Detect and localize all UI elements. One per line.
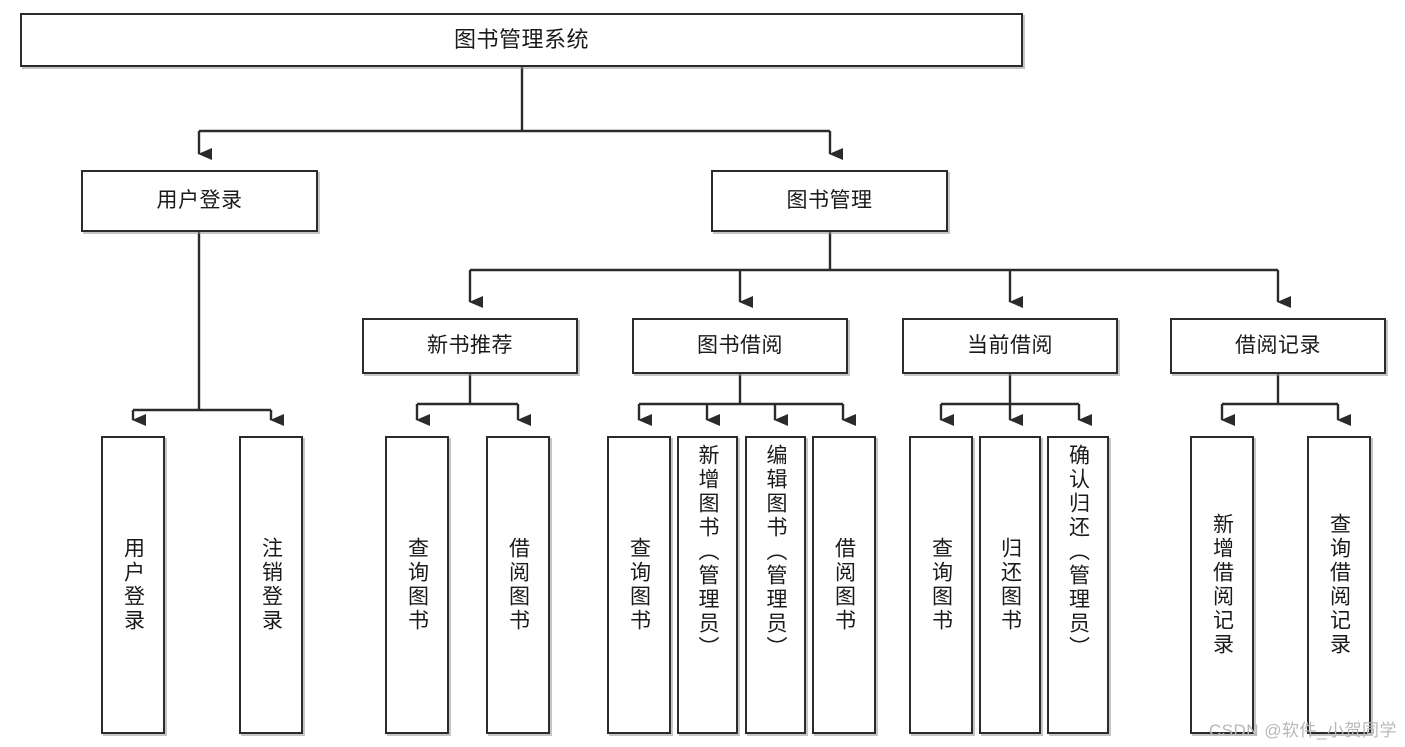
node-leaf-edit-book[interactable]: 编辑图书（管理员） <box>745 436 806 734</box>
node-leaf-add-record[interactable]: 新增借阅记录 <box>1190 436 1254 734</box>
node-root[interactable]: 图书管理系统 <box>20 13 1023 67</box>
node-user-login[interactable]: 用户登录 <box>81 170 318 232</box>
node-leaf-return-book-label: 归还图书 <box>998 537 1022 633</box>
node-leaf-query-book-c[interactable]: 查询图书 <box>909 436 973 734</box>
node-leaf-query-record-label: 查询借阅记录 <box>1327 513 1351 657</box>
node-leaf-query-book-b-label: 查询图书 <box>627 537 651 633</box>
node-book-borrow-label: 图书借阅 <box>697 333 783 357</box>
node-leaf-query-book-c-label: 查询图书 <box>929 537 953 633</box>
node-new-book-rec-label: 新书推荐 <box>427 333 513 357</box>
node-book-borrow[interactable]: 图书借阅 <box>632 318 848 374</box>
node-leaf-confirm-return-label: 确认归还（管理员） <box>1066 444 1090 660</box>
node-leaf-query-book-a-label: 查询图书 <box>405 537 429 633</box>
node-leaf-query-record[interactable]: 查询借阅记录 <box>1307 436 1371 734</box>
node-current-borrow[interactable]: 当前借阅 <box>902 318 1118 374</box>
csdn-watermark: CSDN @软件_小贺同学 <box>1208 721 1397 740</box>
node-leaf-query-book-a[interactable]: 查询图书 <box>385 436 449 734</box>
node-leaf-logout-label: 注销登录 <box>259 537 283 633</box>
node-leaf-user-login[interactable]: 用户登录 <box>101 436 165 734</box>
node-book-manage[interactable]: 图书管理 <box>711 170 948 232</box>
node-leaf-confirm-return[interactable]: 确认归还（管理员） <box>1047 436 1109 734</box>
node-current-borrow-label: 当前借阅 <box>967 333 1053 357</box>
node-borrow-record[interactable]: 借阅记录 <box>1170 318 1386 374</box>
node-leaf-query-book-b[interactable]: 查询图书 <box>607 436 671 734</box>
node-leaf-add-book[interactable]: 新增图书（管理员） <box>677 436 738 734</box>
node-leaf-edit-book-label: 编辑图书（管理员） <box>764 444 787 660</box>
node-borrow-record-label: 借阅记录 <box>1235 333 1321 357</box>
node-new-book-rec[interactable]: 新书推荐 <box>362 318 578 374</box>
node-leaf-logout[interactable]: 注销登录 <box>239 436 303 734</box>
node-leaf-borrow-book-a[interactable]: 借阅图书 <box>486 436 550 734</box>
node-leaf-add-book-label: 新增图书（管理员） <box>696 444 719 660</box>
node-leaf-add-record-label: 新增借阅记录 <box>1210 513 1234 657</box>
node-leaf-borrow-book-a-label: 借阅图书 <box>506 537 530 633</box>
node-book-manage-label: 图书管理 <box>786 188 873 212</box>
node-root-label: 图书管理系统 <box>453 27 589 53</box>
node-leaf-return-book[interactable]: 归还图书 <box>979 436 1041 734</box>
node-leaf-borrow-book-b-label: 借阅图书 <box>832 537 856 633</box>
node-leaf-borrow-book-b[interactable]: 借阅图书 <box>812 436 876 734</box>
node-user-login-label: 用户登录 <box>156 188 243 212</box>
node-leaf-user-login-label: 用户登录 <box>121 537 145 633</box>
